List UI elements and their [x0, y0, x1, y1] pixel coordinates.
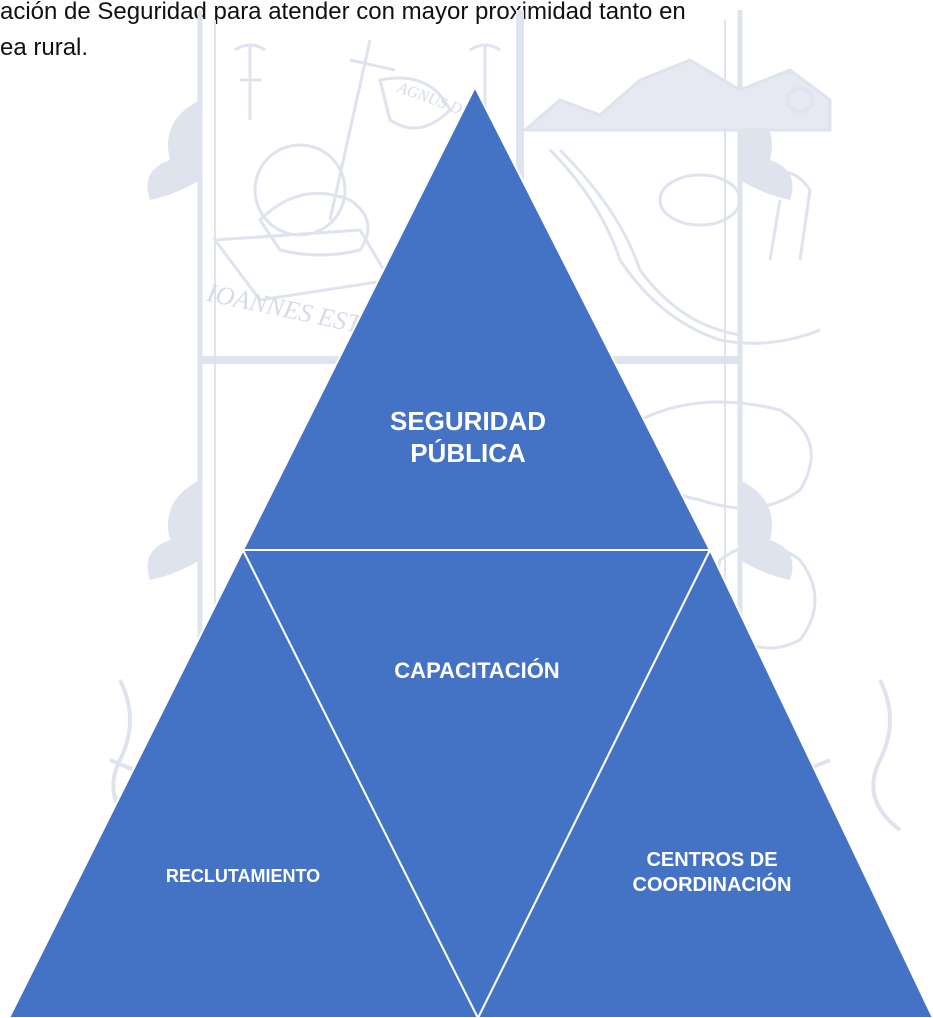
goat-icon: [759, 170, 812, 261]
body-text-line-1: ación de Seguridad para atender con mayo…: [0, 0, 686, 25]
scroll-right-icon: [871, 679, 902, 832]
body-text-line-2: ea rural.: [0, 34, 89, 61]
lamb-icon: [258, 191, 370, 257]
label-centros-line-1: CENTROS DE: [646, 849, 777, 871]
label-seguridad-line-1: SEGURIDAD: [390, 406, 546, 436]
cross-bar-icon: [349, 58, 396, 72]
label-centros-line-2: COORDINACIÓN: [633, 872, 792, 896]
sun-icon: [786, 86, 814, 114]
fleur-left-icon: [147, 100, 200, 200]
label-seguridad-line-2: PÚBLICA: [410, 438, 526, 468]
river-icon: [548, 148, 821, 345]
triangle-seguridad-publica: [241, 84, 712, 551]
sheep-icon: [658, 173, 742, 227]
fleur-left-lower-icon: [147, 480, 200, 580]
letter-f-icon: [234, 43, 266, 120]
fleur-right-lower-icon: [740, 480, 793, 580]
body-text: ación de Seguridad para atender con mayo…: [0, 0, 933, 66]
label-reclutamiento: RECLUTAMIENTO: [166, 866, 320, 886]
triangle-centros-coordinacion: [476, 547, 933, 1018]
river-icon-2: [558, 148, 741, 337]
label-capacitacion: CAPACITACIÓN: [394, 658, 559, 683]
cross-staff-icon: [328, 39, 372, 221]
banner-icon: [378, 76, 452, 130]
mountains-icon: [520, 58, 832, 132]
